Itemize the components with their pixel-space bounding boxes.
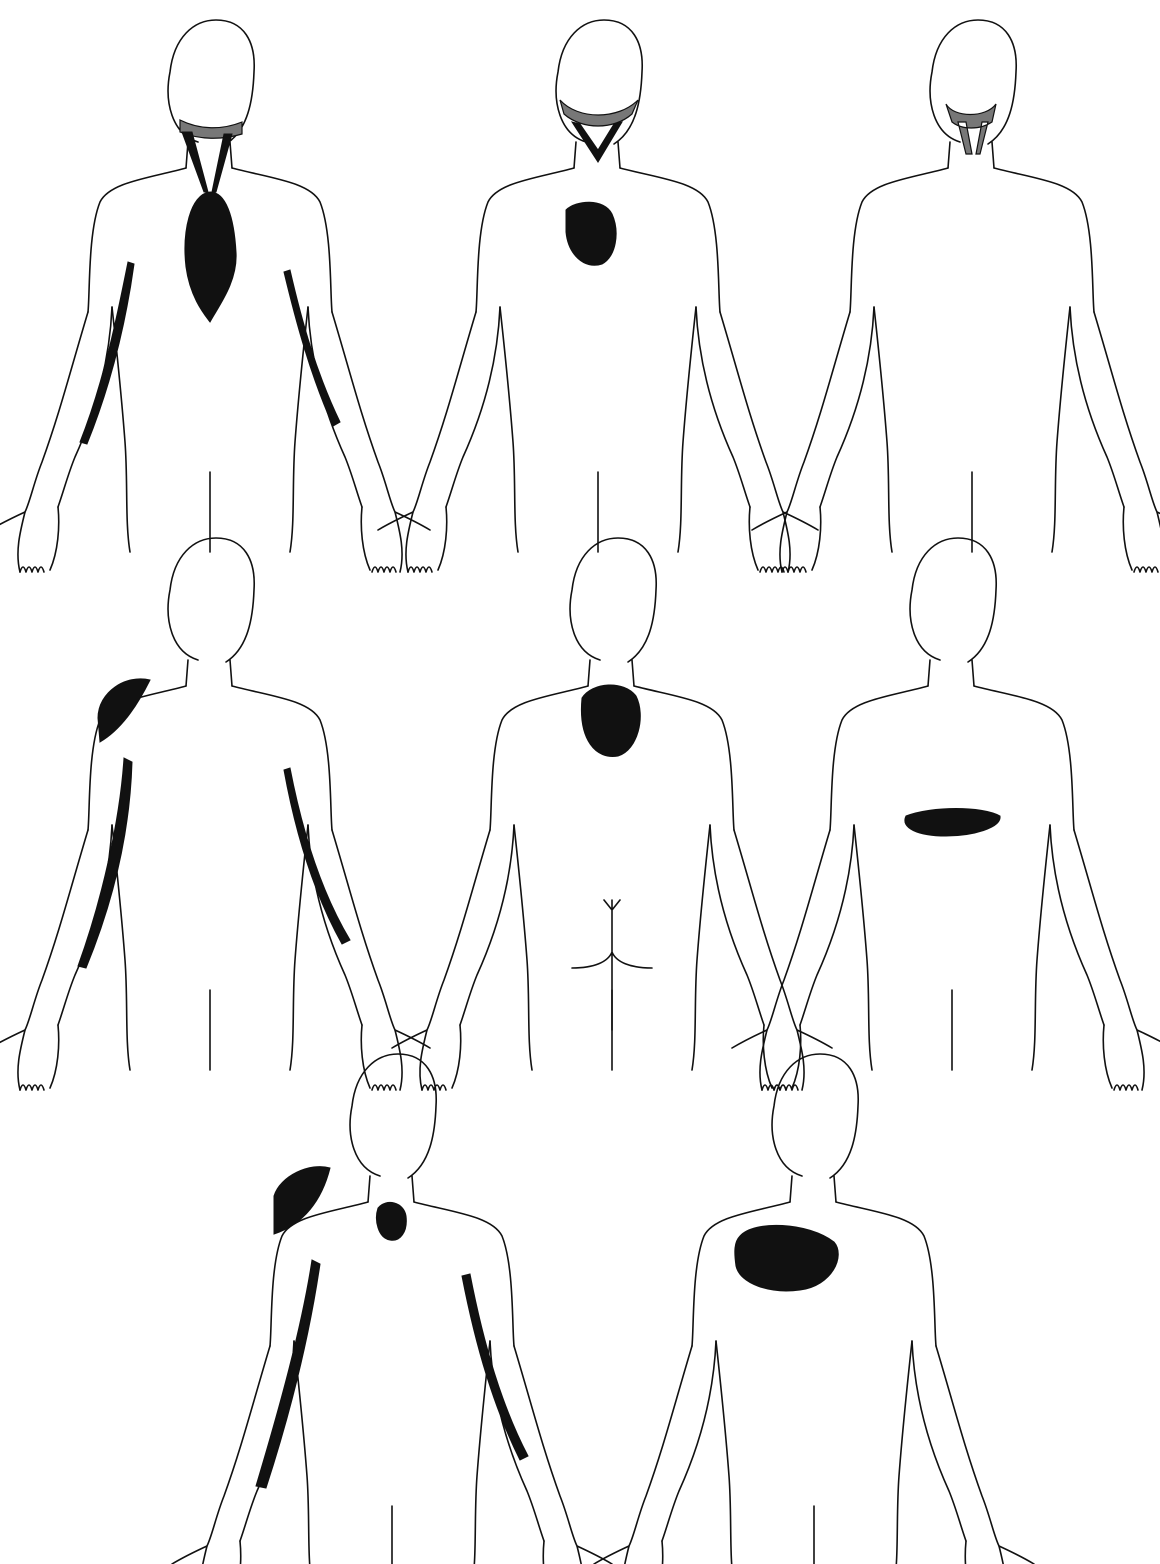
throat-vee-pain-2 xyxy=(572,122,622,162)
figure-6 xyxy=(732,538,1160,1090)
figure-4 xyxy=(0,538,430,1090)
figure-8 xyxy=(594,1054,1034,1564)
throat-vee-pain-1 xyxy=(182,132,232,192)
epigastric-pain-band xyxy=(905,809,1000,837)
gluteal-line xyxy=(572,900,652,1030)
mid-chest-pain-patch xyxy=(566,202,616,265)
figure-2 xyxy=(378,20,818,572)
interscapular-pain-patch xyxy=(581,685,640,757)
left-chest-pain-patch xyxy=(735,1225,838,1291)
right-shoulder-pain-7 xyxy=(274,1167,330,1234)
central-chest-pain xyxy=(185,192,236,322)
right-shoulder-pain-4 xyxy=(98,679,150,742)
small-chest-pain-patch xyxy=(377,1202,407,1240)
figure-5-back xyxy=(392,538,832,1090)
figure-3 xyxy=(752,20,1160,572)
inner-left-arm-pain-7 xyxy=(462,1274,528,1460)
inner-right-arm-pain-7 xyxy=(256,1260,320,1488)
figure-7 xyxy=(172,1054,612,1564)
jaw-neck-pain xyxy=(946,104,996,154)
figure-1 xyxy=(0,20,430,572)
